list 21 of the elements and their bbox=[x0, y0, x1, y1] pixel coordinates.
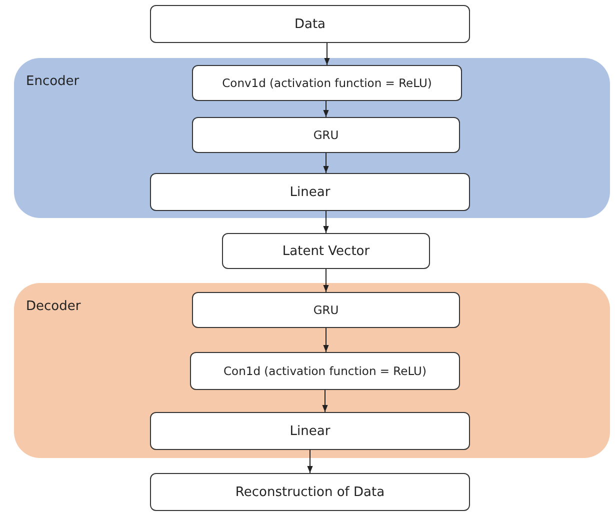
arrow bbox=[323, 152, 329, 174]
group-band bbox=[14, 58, 610, 218]
process-box: Conv1d (activation function = ReLU) bbox=[192, 65, 462, 101]
arrow bbox=[322, 390, 328, 412]
group-band bbox=[14, 283, 610, 458]
arrow bbox=[323, 210, 329, 234]
process-box: Linear bbox=[150, 173, 470, 211]
process-box: GRU bbox=[192, 292, 460, 328]
process-box: Data bbox=[150, 5, 470, 43]
process-box: Latent Vector bbox=[222, 233, 430, 269]
process-box: Reconstruction of Data bbox=[150, 473, 470, 511]
group-label: Encoder bbox=[26, 74, 80, 89]
group-label: Decoder bbox=[26, 299, 81, 314]
arrow bbox=[324, 42, 330, 66]
process-box: Linear bbox=[150, 412, 470, 450]
arrow bbox=[307, 450, 313, 474]
arrow bbox=[323, 268, 329, 292]
arrow bbox=[323, 100, 329, 118]
arrow bbox=[323, 328, 329, 352]
process-box: GRU bbox=[192, 117, 460, 153]
process-box: Con1d (activation function = ReLU) bbox=[190, 352, 460, 390]
